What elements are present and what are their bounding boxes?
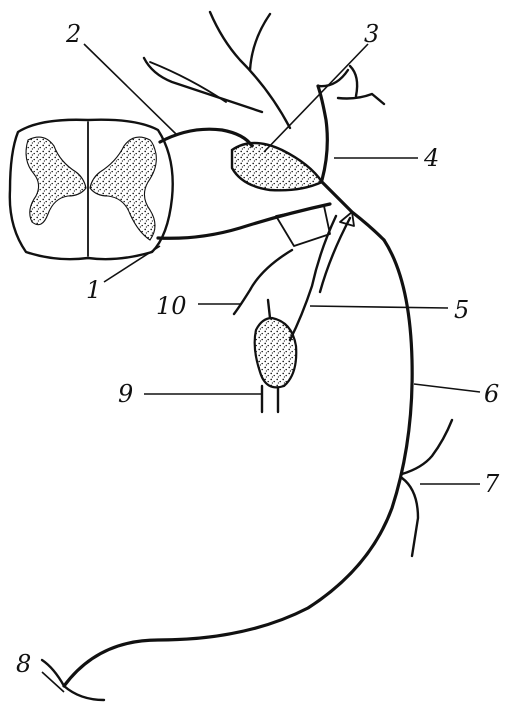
rami-connector — [276, 206, 330, 246]
label-2: 2 — [65, 20, 81, 48]
label-6: 6 — [484, 380, 499, 408]
ventral-root — [158, 204, 330, 238]
label-10: 10 — [156, 292, 187, 320]
label-8: 8 — [16, 650, 31, 678]
sympathetic-trunk-lower — [262, 386, 278, 412]
leader-5 — [310, 306, 448, 308]
gray-matter-left — [26, 137, 86, 225]
gray-ramus-communicans — [320, 218, 350, 292]
sympathetic-ganglion — [255, 318, 297, 387]
posterior-branch-twig-upper — [318, 70, 348, 86]
label-9: 9 — [118, 380, 133, 408]
spinal-ganglion — [232, 143, 322, 190]
posterior-branch-twig-top — [350, 66, 357, 96]
posterior-branch — [318, 86, 327, 180]
spinal-nerve-trunk — [322, 182, 384, 240]
gray-matter-right — [90, 137, 156, 240]
sympathetic-trunk-upper — [268, 300, 270, 318]
label-5: 5 — [454, 296, 469, 324]
lateral-cutaneous-branch-lower — [402, 478, 418, 556]
leader-6 — [414, 384, 480, 392]
posterior-branch-twig-right — [338, 94, 384, 104]
terminal-branch-lower — [64, 686, 104, 700]
label-3: 3 — [364, 20, 379, 48]
spinal-cord-section — [10, 120, 173, 259]
leader-1 — [104, 246, 160, 282]
rami-small-triangle — [340, 212, 354, 226]
label-4: 4 — [423, 144, 439, 172]
sympathetic-branch-10 — [234, 250, 292, 314]
meningeal-branch-twig — [250, 14, 270, 70]
label-7: 7 — [484, 470, 500, 498]
label-1: 1 — [86, 276, 101, 304]
